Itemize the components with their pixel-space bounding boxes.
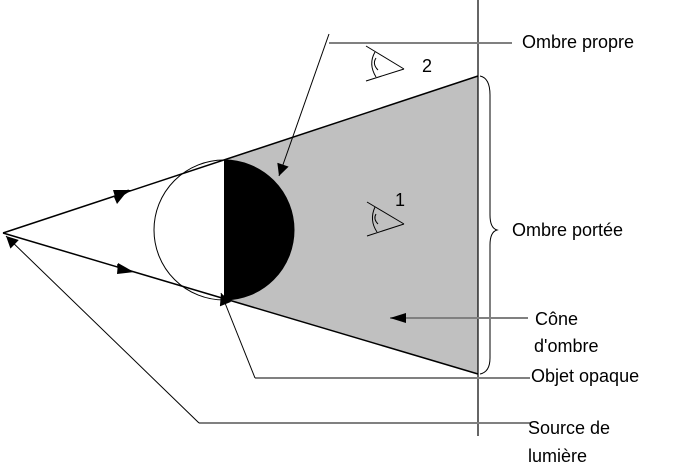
label-cone-line1: Cône [535,309,578,329]
observer-2-label: 2 [422,56,432,76]
cone-ombre-arrowhead [390,313,406,323]
lower-ray [2,232,479,375]
label-ombre-portee: Ombre portée [512,220,623,240]
label-objet-opaque: Objet opaque [531,366,639,386]
ombre-portee-bracket [479,75,499,375]
label-ombre-propre: Ombre propre [522,32,634,52]
label-source-line1: Source de [528,418,610,438]
label-source-line2: lumière [528,446,587,466]
eye-icon-observer-1 [366,201,405,237]
observer-1-label: 1 [395,190,405,210]
objet-opaque-pointer [219,292,256,379]
eye-icon-observer-2 [365,45,405,82]
lower-ray-arrowhead [117,263,134,274]
upper-ray-arrowhead [113,190,132,200]
label-cone-line2: d'ombre [534,336,598,356]
self-shadow [224,160,294,300]
source-pointer [5,235,200,424]
upper-ray [2,75,479,234]
ombre-propre-pointer [277,33,330,177]
